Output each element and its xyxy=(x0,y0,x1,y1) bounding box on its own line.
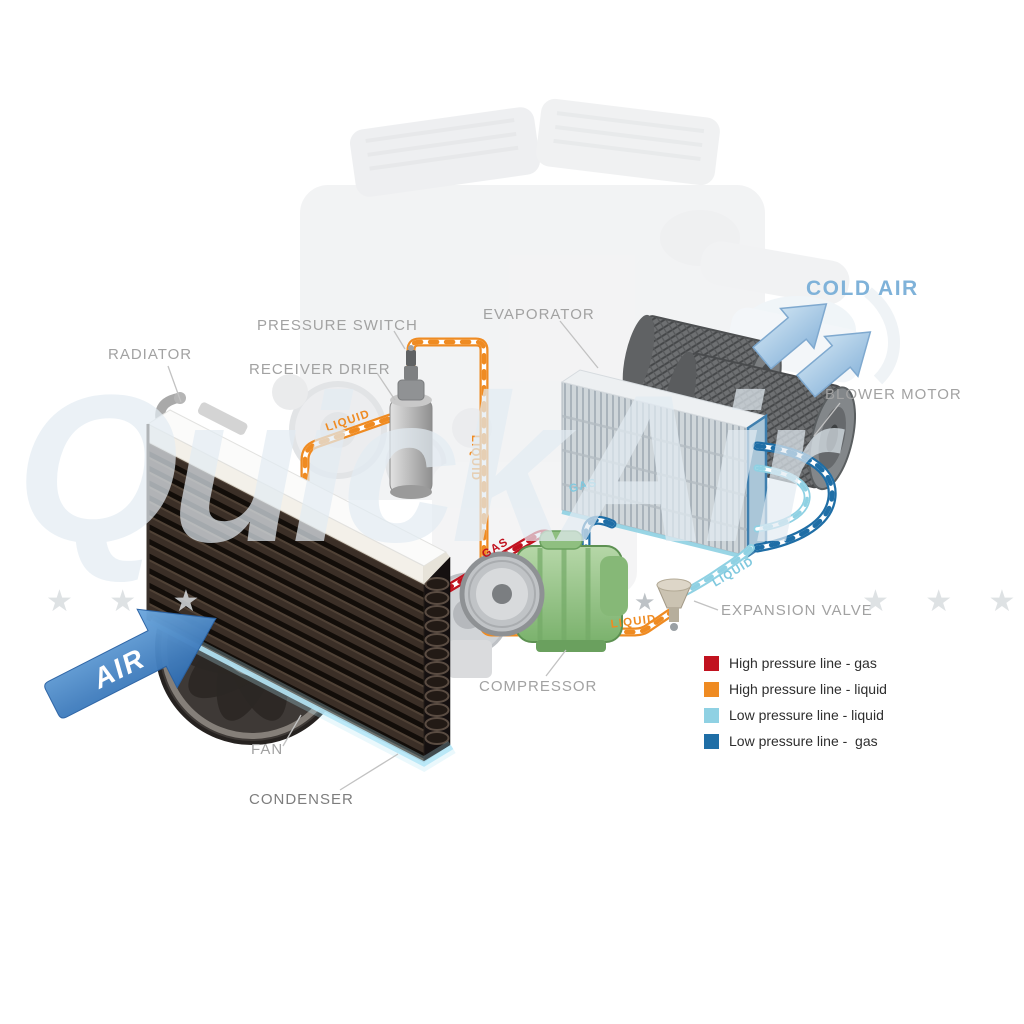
suction-pipe xyxy=(581,515,617,559)
compressor-graphic xyxy=(459,530,628,652)
label-evaporator: EVAPORATOR xyxy=(483,306,595,323)
legend-label: High pressure line - gas xyxy=(729,655,877,671)
label-receiver-drier: RECEIVER DRIER xyxy=(249,361,391,378)
legend-row: Low pressure line - liquid xyxy=(704,702,887,728)
legend-swatch-low-gas xyxy=(704,733,719,749)
low-pressure-liquid-pipe xyxy=(674,544,755,600)
pipe-color-legend: High pressure line - gas High pressure l… xyxy=(704,650,887,754)
label-expansion-valve: EXPANSION VALVE xyxy=(721,602,873,619)
condenser-fin-loops xyxy=(424,577,450,745)
label-radiator: RADIATOR xyxy=(108,346,193,363)
cold-air-arrows xyxy=(751,303,872,398)
legend-swatch-low-liquid xyxy=(704,707,719,723)
legend-row: High pressure line - liquid xyxy=(704,676,887,702)
legend-swatch-high-gas xyxy=(704,655,719,671)
legend-row: Low pressure line - gas xyxy=(704,728,887,754)
evaporator-graphic xyxy=(560,369,768,560)
label-compressor: COMPRESSOR xyxy=(479,678,598,695)
pipe-label-liquid-valve: LIQUID xyxy=(610,613,657,631)
low-pressure-liquid-loop xyxy=(753,464,811,533)
expansion-valve-graphic xyxy=(656,578,692,631)
legend-label: High pressure line - liquid xyxy=(729,681,887,697)
high-pressure-liquid-pipe-main xyxy=(406,337,675,637)
label-condenser: CONDENSER xyxy=(249,791,354,808)
legend-swatch-high-liquid xyxy=(704,681,719,697)
label-blower-motor: BLOWER MOTOR xyxy=(825,386,962,403)
legend-row: High pressure line - gas xyxy=(704,650,887,676)
legend-label: Low pressure line - gas xyxy=(729,733,878,749)
low-pressure-gas-pipe xyxy=(752,441,837,553)
pressure-switch-graphic xyxy=(406,350,416,366)
high-pressure-liquid-pipe-in xyxy=(300,413,395,519)
label-fan: FAN xyxy=(251,741,284,758)
label-pressure-switch: PRESSURE SWITCH xyxy=(257,317,418,334)
receiver-drier-graphic xyxy=(389,345,433,499)
condenser-graphic xyxy=(146,409,456,773)
pipe-label-liquid-down: LIQUID xyxy=(469,435,481,481)
legend-label: Low pressure line - liquid xyxy=(729,707,884,723)
leader-lines xyxy=(167,320,841,791)
label-cold-air: COLD AIR xyxy=(806,277,919,300)
